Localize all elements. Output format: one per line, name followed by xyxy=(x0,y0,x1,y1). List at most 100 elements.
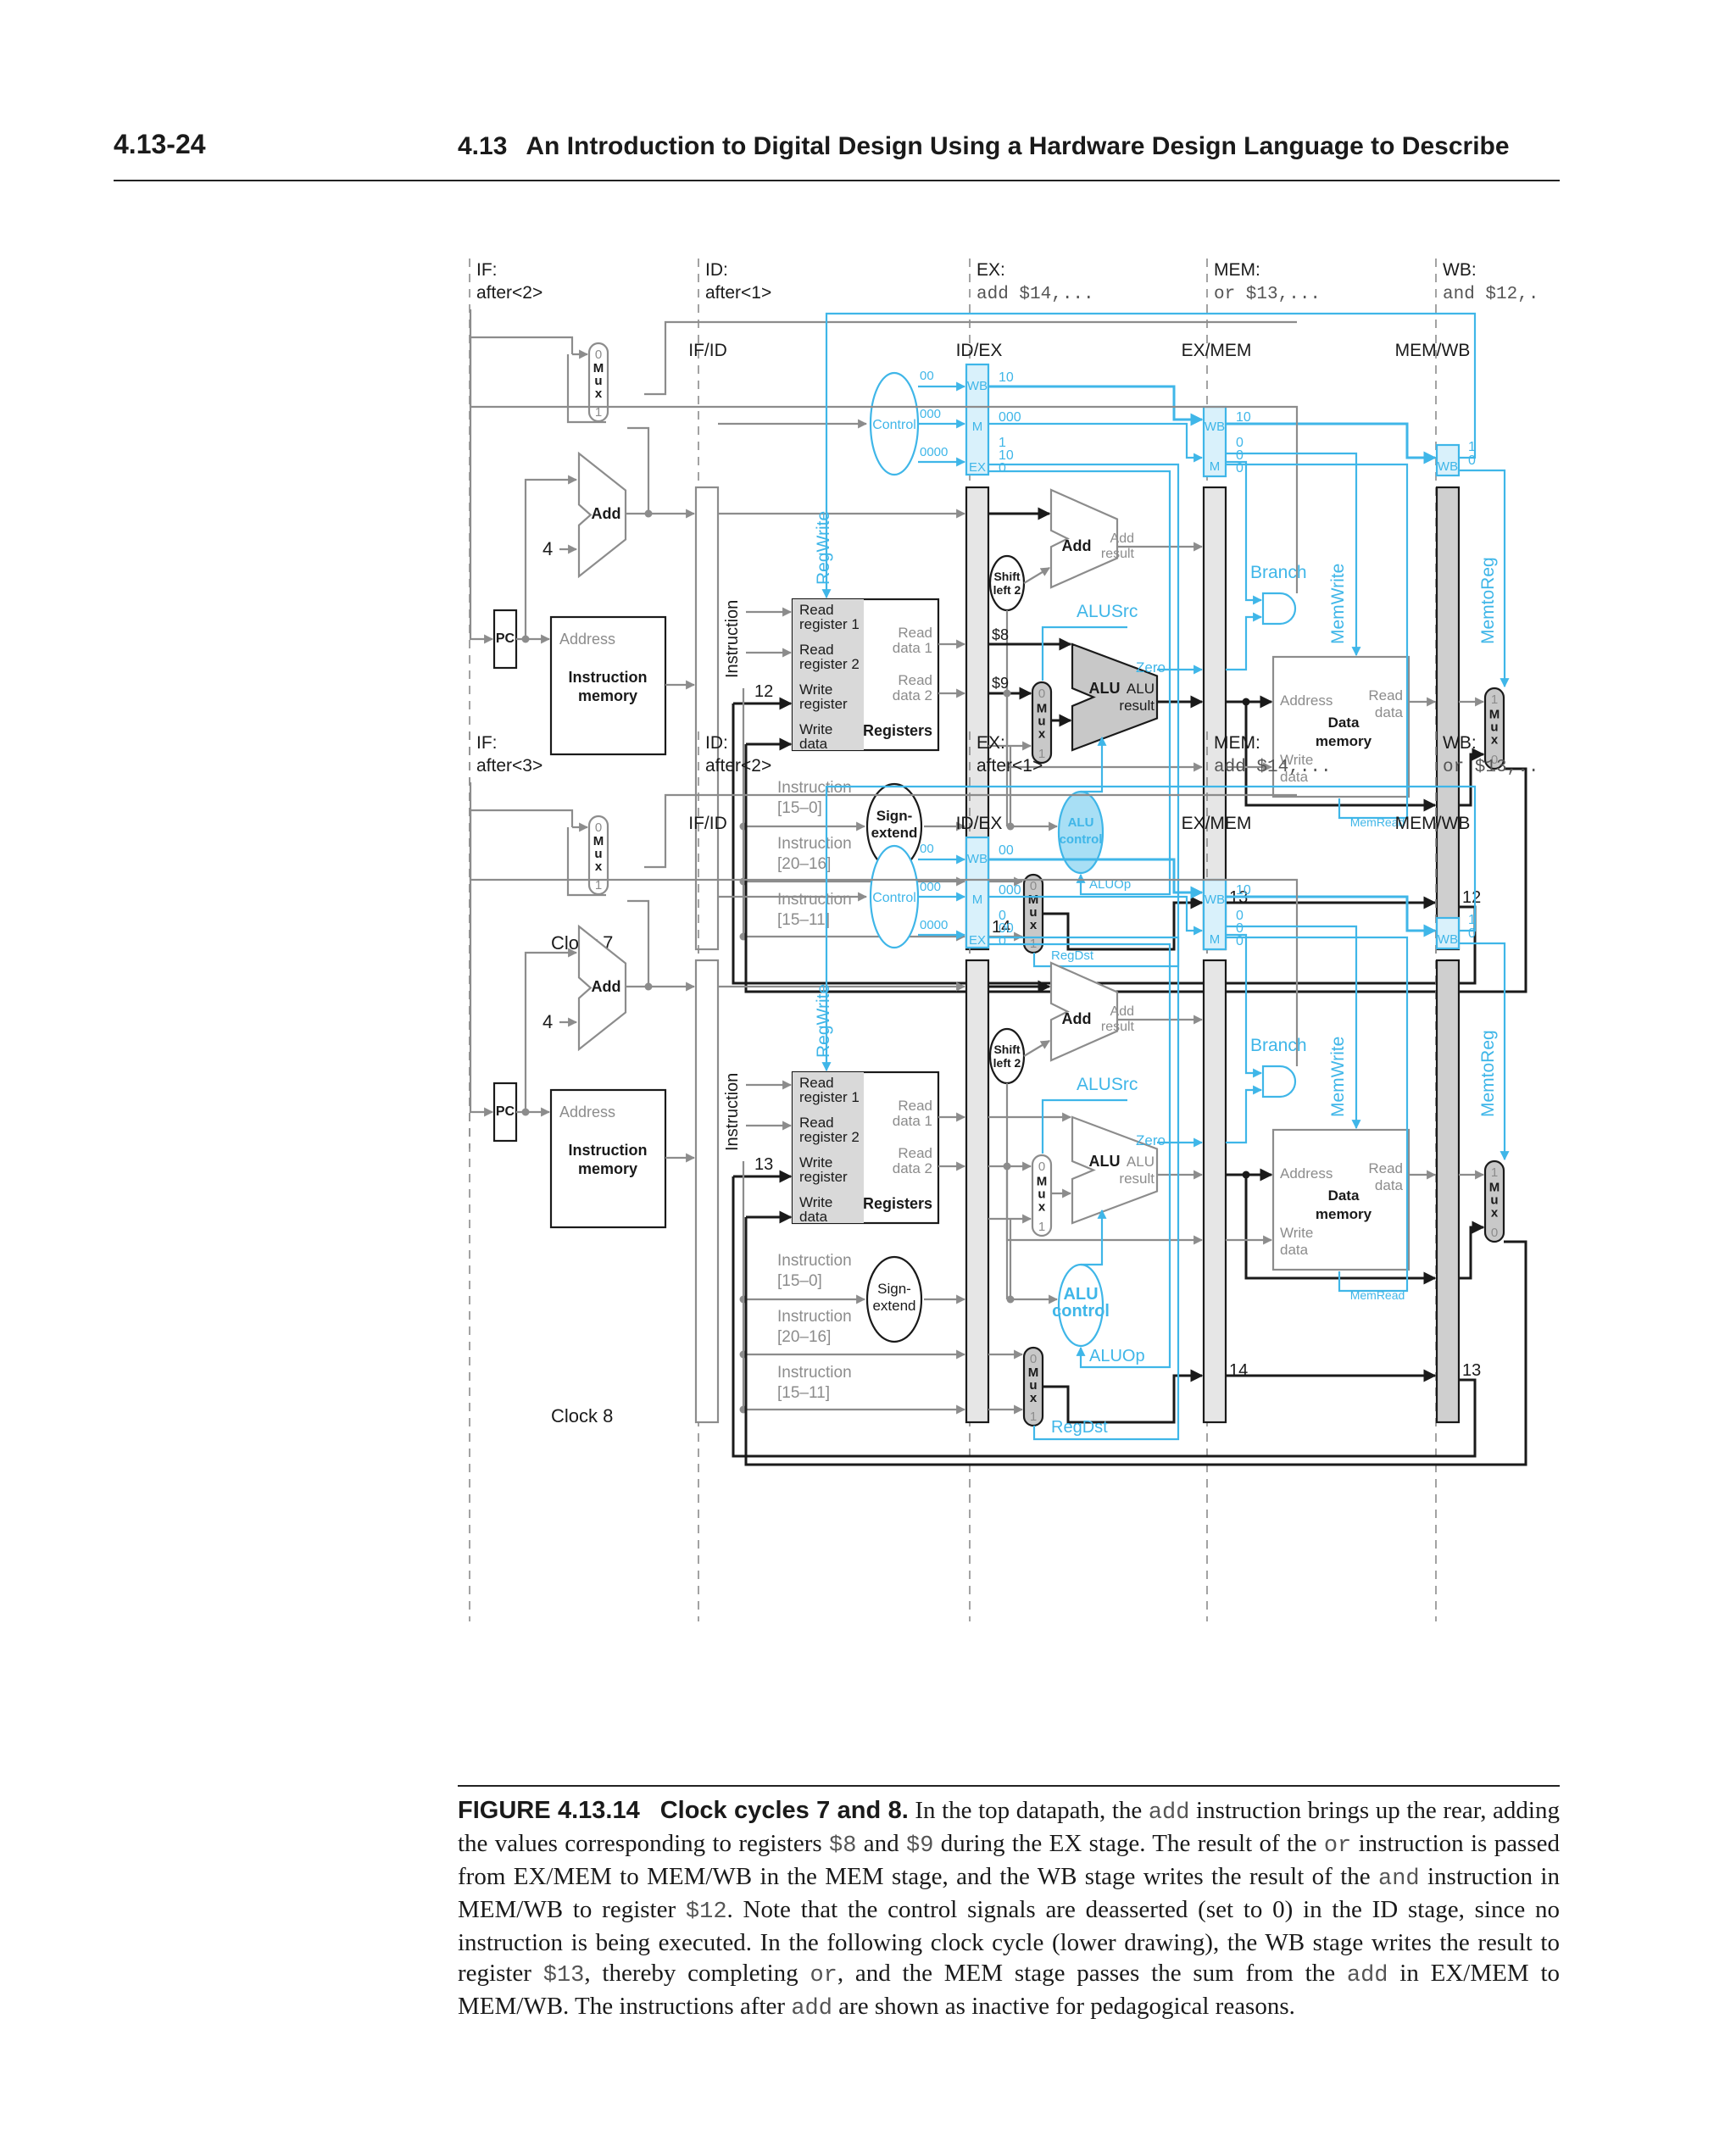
pipeline-datapath-figure: IF:after<2>ID:after<1>EX:add $14,...MEM:… xyxy=(469,259,1538,1621)
instruction-field-label: Instruction xyxy=(777,1252,852,1270)
alu-control-label: control xyxy=(1060,832,1103,847)
memto-reg-label: MemtoReg xyxy=(1478,1030,1498,1117)
caption-code: or xyxy=(810,1963,837,1988)
pipeline-register-label: EX/MEM xyxy=(1182,814,1252,833)
stage-name: MEM: xyxy=(1214,733,1260,753)
constant-four: 4 xyxy=(542,1011,553,1032)
memwb-control-field xyxy=(1435,443,1461,477)
alu-src-mux xyxy=(1031,681,1053,765)
mux-label: M xyxy=(1489,708,1500,722)
data-memory-label: memory xyxy=(1316,1206,1372,1222)
stage-name: WB: xyxy=(1443,733,1477,753)
caption-text: , thereby completing xyxy=(584,1960,810,1987)
control-wire xyxy=(988,943,1171,1369)
caption-code: $12 xyxy=(685,1899,727,1925)
instruction-memory-label: memory xyxy=(578,1160,637,1177)
alu-result-label: ALU xyxy=(1127,1154,1155,1170)
instruction-field-label: [20–16] xyxy=(777,1328,831,1346)
stage-name: EX: xyxy=(976,733,1005,753)
caption-text: in EX/MEM to MEM/WB. The instructions af… xyxy=(458,1960,1560,2020)
instruction-memory-label: Instruction xyxy=(569,1142,648,1159)
memwb-register-number: 13 xyxy=(1462,1361,1481,1380)
control-bits: 00 xyxy=(999,921,1014,936)
address-label: Address xyxy=(559,1104,615,1121)
control-wire xyxy=(1459,942,1510,1161)
shift-left-2-label: left 2 xyxy=(993,583,1021,597)
exmem-control-field xyxy=(1202,878,1227,951)
datapath-clock-7: IF:after<2>ID:after<1>EX:add $14,...MEM:… xyxy=(469,259,1538,1148)
mux-input-label: 0 xyxy=(1038,687,1045,701)
mux-label: u xyxy=(1490,1193,1498,1208)
sign-extend-label: Sign- xyxy=(877,1281,911,1297)
stage-name: IF: xyxy=(476,260,498,280)
control-bits: 0 xyxy=(999,909,1006,923)
sign-extend-unit xyxy=(865,1255,923,1343)
figure-title: Clock cycles 7 and 8. xyxy=(659,1797,909,1824)
memwb-control-field xyxy=(1435,916,1461,950)
add-result-label: result xyxy=(1101,547,1135,561)
control-bits: 000 xyxy=(999,883,1021,898)
datapath-clock-8: IF:after<3>ID:after<2>EX:after<1>MEM:add… xyxy=(469,731,1538,1621)
section-number: 4.13 xyxy=(458,132,508,160)
wb-field-label: WB xyxy=(967,852,988,866)
register-file-port: register 2 xyxy=(799,656,860,672)
control-wire xyxy=(1459,469,1510,688)
write-register-number: 12 xyxy=(754,682,773,701)
pc-label: PC xyxy=(496,631,515,646)
address-label: Address xyxy=(1280,692,1333,709)
memto-reg-mux xyxy=(1483,1159,1505,1243)
add-label: Add xyxy=(1062,1010,1092,1027)
mux-label: u xyxy=(1029,905,1037,920)
reg-dst-label: RegDst xyxy=(1051,948,1094,963)
exmem-control-field xyxy=(1202,405,1227,478)
register-file-port: Write xyxy=(799,681,832,698)
caption-rule xyxy=(458,1785,1560,1787)
control-bits: 0 xyxy=(1236,436,1244,450)
control-wire xyxy=(1226,933,1263,1078)
alu xyxy=(1071,1115,1159,1225)
mux-label: u xyxy=(594,374,602,388)
header-rule xyxy=(114,180,1560,181)
instruction-field-label: [20–16] xyxy=(777,855,831,873)
alu-label: ALU xyxy=(1089,1153,1121,1170)
alu-result-label: ALU xyxy=(1127,681,1155,697)
register-file-port: data xyxy=(799,1209,828,1225)
control-bits: 1 xyxy=(1468,440,1476,454)
reg-dst-label: RegDst xyxy=(1051,1418,1108,1437)
registers-label: Registers xyxy=(863,722,932,739)
instruction-field-label: Instruction xyxy=(777,779,852,797)
mux-label: u xyxy=(594,847,602,861)
data-memory xyxy=(1271,1128,1410,1271)
wire xyxy=(469,810,494,1117)
pc-label: PC xyxy=(496,1104,515,1119)
mux-label: u xyxy=(1490,720,1498,735)
write-data-label: data xyxy=(1280,1242,1309,1258)
mux-label: x xyxy=(1030,918,1038,932)
branch-and-gate xyxy=(1261,1065,1297,1098)
register-file-port-area xyxy=(793,599,864,750)
caption-code: $8 xyxy=(829,1833,857,1859)
read-data-label: Read xyxy=(1368,1160,1403,1176)
pc-register xyxy=(492,1082,518,1143)
control-wire xyxy=(988,895,1204,936)
memwb-register-number: 12 xyxy=(1462,888,1481,907)
read-data-label: data xyxy=(1375,704,1404,720)
write-register-feedback-wire xyxy=(732,703,1477,985)
control-wire xyxy=(988,936,1180,1441)
caption-text: instruction brings up the rear, adding t… xyxy=(458,1797,1560,1857)
ifid-register xyxy=(694,486,720,951)
control-wire xyxy=(988,385,1204,426)
control-bits: 000 xyxy=(920,407,941,421)
exmem-register xyxy=(1202,959,1227,1424)
mux-input-label: 0 xyxy=(1491,1226,1498,1240)
alu-control-label: ALU xyxy=(1068,815,1094,830)
reg-write-wire xyxy=(821,785,1477,1072)
idex-register xyxy=(965,959,990,1424)
register-file-port: Read xyxy=(898,1098,932,1114)
instruction-field-label: Instruction xyxy=(777,1308,852,1326)
stage-instruction: and $12,. xyxy=(1443,285,1538,304)
mux-label: M xyxy=(1489,1181,1500,1195)
alu-op-label: ALUOp xyxy=(1089,1347,1145,1365)
wire xyxy=(1005,1166,1204,1245)
write-register-feedback-wire xyxy=(732,1176,1477,1458)
